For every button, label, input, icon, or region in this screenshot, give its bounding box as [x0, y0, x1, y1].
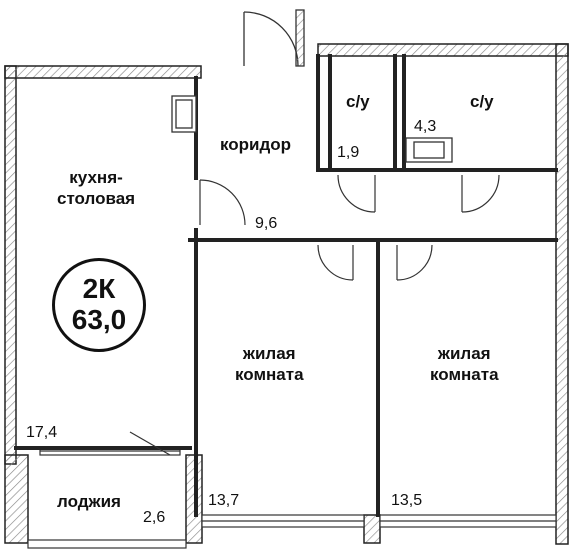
interior-doors [129, 174, 500, 456]
living-room-1-area: 13,7 [208, 492, 240, 509]
kitchen-area: 17,4 [26, 424, 58, 441]
loggia-label: лоджия [57, 492, 121, 511]
bathroom-1-area: 1,9 [337, 144, 360, 161]
living-room-2-label: жилая комната [430, 344, 499, 385]
corridor-area: 9,6 [255, 215, 278, 232]
entrance-door [243, 9, 305, 67]
fixtures [171, 95, 453, 163]
living-room-2-area: 13,5 [391, 492, 423, 509]
bathroom-2-label: с/у [470, 92, 494, 111]
corridor-label: коридор [220, 135, 292, 154]
room-count: 2К [82, 273, 116, 305]
living-room-1-label: жилая комната [235, 344, 304, 385]
loggia-area: 2,6 [143, 509, 166, 526]
total-area: 63,0 [71, 304, 127, 335]
bottom-windows [27, 446, 557, 549]
apartment-badge: 2К 63,0 [52, 258, 146, 352]
bathroom-1-label: с/у [346, 92, 370, 111]
bathroom-2-area: 4,3 [414, 118, 437, 135]
kitchen-label: кухня- столовая [57, 168, 136, 209]
